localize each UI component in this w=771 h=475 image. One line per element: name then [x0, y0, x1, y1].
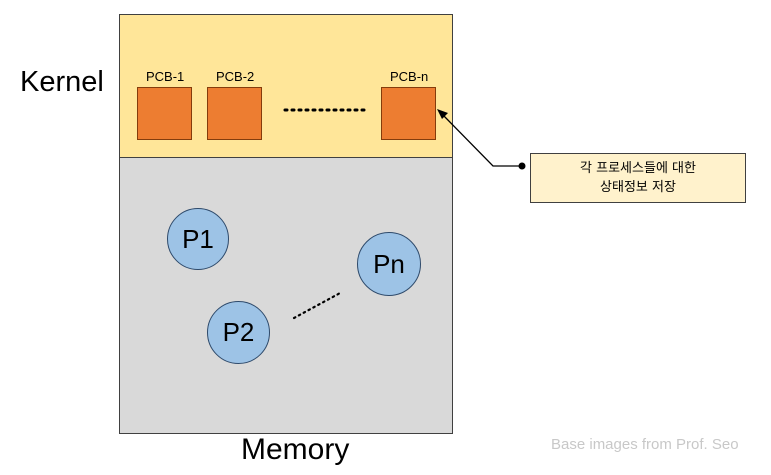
callout-anchor-dot — [518, 162, 526, 170]
pcb-2-label: PCB-2 — [216, 69, 255, 84]
process-pn: Pn — [357, 232, 421, 296]
process-ellipsis-dots — [292, 290, 344, 320]
user-process-region: P1 P2 Pn — [120, 158, 452, 433]
pcb-n-box — [381, 87, 436, 140]
process-p2: P2 — [207, 301, 270, 364]
memory-block: PCB-1 PCB-2 PCB-n P1 P2 Pn — [119, 14, 453, 434]
pcb-callout: 각 프로세스들에 대한 상태정보 저장 — [530, 153, 746, 203]
process-p2-label: P2 — [222, 317, 255, 347]
image-credit: Base images from Prof. Seo — [551, 436, 739, 453]
process-p1: P1 — [167, 208, 229, 270]
pcb-n-label: PCB-n — [390, 69, 429, 84]
pcb-2-box — [207, 87, 262, 140]
process-pn-label: Pn — [373, 248, 405, 279]
kernel-region: PCB-1 PCB-2 PCB-n — [120, 15, 452, 158]
callout-arrowhead — [437, 109, 448, 119]
kernel-label: Kernel — [20, 66, 104, 98]
pcb-1-box — [137, 87, 192, 140]
callout-line-2: 상태정보 저장 — [600, 180, 676, 195]
callout-line-1: 각 프로세스들에 대한 — [580, 161, 696, 176]
memory-label: Memory — [241, 433, 350, 466]
callout-connector-line — [442, 114, 522, 167]
process-p1-label: P1 — [182, 223, 214, 254]
pcb-1-label: PCB-1 — [146, 69, 185, 84]
